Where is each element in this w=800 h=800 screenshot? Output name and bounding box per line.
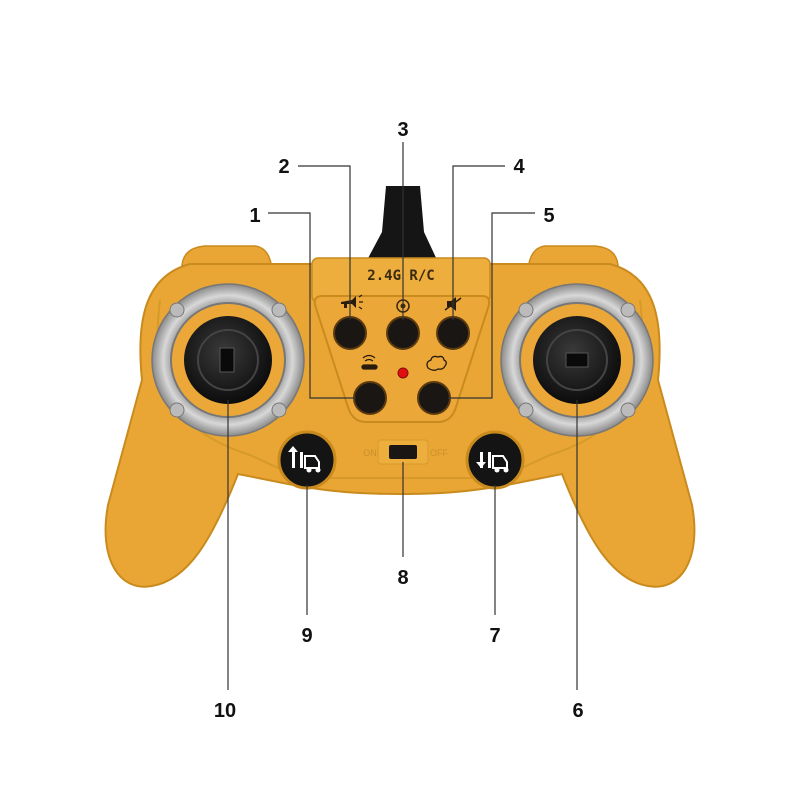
forklift-up-icon bbox=[288, 446, 321, 473]
power-led bbox=[397, 367, 409, 379]
switch-on-label: ON bbox=[363, 448, 377, 458]
forklift-lower-button[interactable] bbox=[465, 430, 525, 490]
remote-signal-icon bbox=[361, 354, 378, 370]
forklift-down-icon bbox=[476, 452, 509, 473]
callout-10: 10 bbox=[214, 700, 236, 722]
button-4[interactable] bbox=[436, 316, 470, 350]
callout-4: 4 bbox=[513, 156, 525, 178]
callout-5: 5 bbox=[543, 205, 554, 227]
power-switch[interactable] bbox=[389, 445, 417, 459]
button-2[interactable] bbox=[333, 316, 367, 350]
smoke-icon bbox=[426, 355, 447, 371]
switch-off-label: OFF bbox=[430, 448, 448, 458]
horn-icon bbox=[341, 294, 363, 310]
button-1[interactable] bbox=[353, 381, 387, 415]
callout-2: 2 bbox=[278, 156, 289, 178]
callout-1: 1 bbox=[249, 205, 260, 227]
callout-7: 7 bbox=[489, 625, 500, 647]
callout-9: 9 bbox=[301, 625, 312, 647]
right-joystick[interactable] bbox=[500, 283, 654, 437]
callout-3: 3 bbox=[397, 119, 408, 141]
button-5[interactable] bbox=[417, 381, 451, 415]
forklift-lift-button[interactable] bbox=[277, 430, 337, 490]
leader-lines bbox=[227, 142, 578, 690]
button-3[interactable] bbox=[386, 316, 420, 350]
left-joystick[interactable] bbox=[151, 283, 305, 437]
panel-label: 2.4G R/C bbox=[367, 268, 434, 284]
callout-6: 6 bbox=[572, 700, 583, 722]
antenna bbox=[366, 186, 438, 262]
callout-8: 8 bbox=[397, 567, 408, 589]
